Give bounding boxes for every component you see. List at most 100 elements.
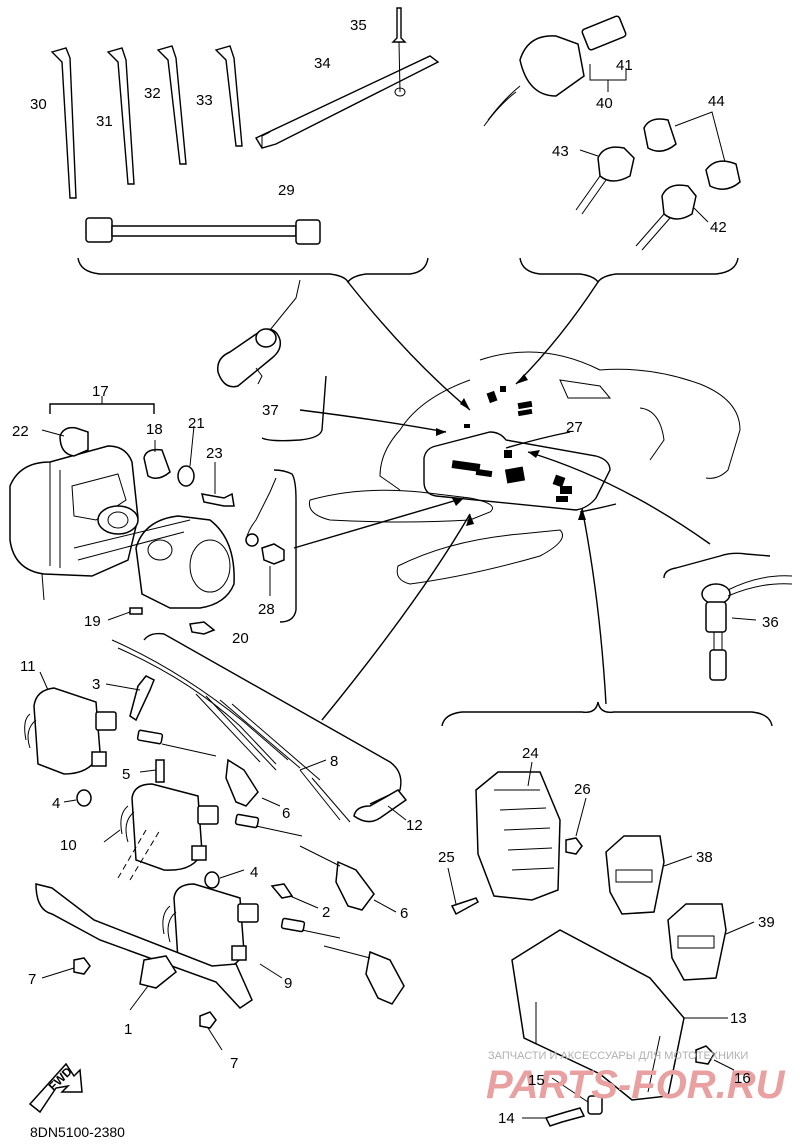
- connector-12: [353, 789, 408, 823]
- callout-8: 8: [330, 753, 338, 770]
- bracket-1: [35, 883, 253, 1009]
- switch-group: [483, 15, 741, 284]
- callout-15: 15: [528, 1072, 545, 1089]
- callout-9: 9: [284, 975, 292, 992]
- callout-23: 23: [206, 445, 223, 462]
- callout-2: 2: [322, 904, 330, 921]
- watermark-line1: ЗАПЧАСТИ И АКСЕССУАРЫ ДЛЯ МОТОТЕХНИКИ: [488, 1050, 748, 1062]
- callout-28: 28: [258, 601, 275, 618]
- callout-6a: 6: [282, 805, 290, 822]
- callout-44: 44: [708, 93, 725, 110]
- callout-31: 31: [96, 113, 113, 130]
- callout-3: 3: [92, 676, 100, 693]
- band-33: [214, 45, 243, 147]
- callout-13: 13: [730, 1010, 747, 1027]
- callout-14: 14: [498, 1110, 515, 1127]
- spacer-18: [143, 448, 171, 479]
- callout-32: 32: [144, 85, 161, 102]
- callout-34: 34: [314, 55, 331, 72]
- ignition-coils: [24, 671, 405, 1051]
- pin-5: [155, 759, 165, 783]
- callout-35: 35: [350, 17, 367, 34]
- grommet-42: [661, 184, 697, 220]
- callout-39: 39: [758, 914, 775, 931]
- bolt-3: [129, 675, 155, 722]
- cap-4b: [204, 871, 220, 889]
- switch-body-40: [519, 35, 585, 97]
- callout-7b: 7: [230, 1055, 238, 1072]
- callout-4a: 4: [52, 795, 60, 812]
- callout-20: 20: [232, 630, 249, 647]
- callout-18: 18: [146, 421, 163, 438]
- band-group: [50, 7, 440, 284]
- washer-21: [177, 465, 195, 487]
- callout-24: 24: [522, 745, 539, 762]
- callout-12: 12: [406, 817, 423, 834]
- fwd-arrow: FWD: [28, 1062, 83, 1114]
- cap-22: [59, 426, 89, 457]
- nut-26: [565, 837, 583, 855]
- callout-5: 5: [122, 766, 130, 783]
- callout-7a: 7: [28, 971, 36, 988]
- cap-4a: [76, 789, 92, 807]
- plug-cap-6c: [365, 950, 405, 1005]
- control-unit-13: [511, 929, 685, 1101]
- bolt-14: [544, 1107, 586, 1127]
- callout-17: 17: [92, 383, 109, 400]
- wire-harness: [111, 632, 408, 823]
- coil-11: [33, 687, 101, 775]
- plug-cap-6a: [225, 758, 259, 807]
- collar-15: [587, 1095, 603, 1115]
- watermark: ЗАПЧАСТИ И АКСЕССУАРЫ ДЛЯ МОТОТЕХНИКИ PA…: [486, 1050, 786, 1107]
- callout-22: 22: [12, 423, 29, 440]
- callout-16: 16: [734, 1070, 751, 1087]
- nut-7b: [199, 1011, 217, 1029]
- bracket-34: [255, 55, 440, 149]
- throttle-assembly: [9, 396, 297, 635]
- callout-labels: 1 2 3 4 4 5 6 6 7 7 8 9 10 11 12 13 14 1…: [12, 17, 779, 1127]
- callout-27: 27: [566, 419, 583, 436]
- watermark-line2: PARTS-FOR.RU: [486, 1063, 786, 1107]
- pointer-lines: [293, 281, 711, 721]
- band-31: [106, 47, 135, 185]
- callout-26: 26: [574, 781, 591, 798]
- bolt-25: [450, 897, 479, 916]
- nut-16: [695, 1045, 715, 1065]
- callout-38: 38: [696, 849, 713, 866]
- grommet-44a: [643, 118, 677, 152]
- plug-cap-6b: [335, 860, 375, 911]
- damper-29-right: [295, 219, 321, 245]
- bolt-2: [270, 883, 294, 899]
- callout-29: 29: [278, 182, 295, 199]
- relay-38: [605, 835, 665, 915]
- callout-10: 10: [60, 837, 77, 854]
- rivet-35: [391, 7, 407, 43]
- snowmobile-outline: [308, 351, 741, 585]
- grommet-44b: [705, 160, 741, 190]
- diagram-code: 8DN5100-2380: [30, 1124, 125, 1140]
- callout-25: 25: [438, 849, 455, 866]
- electrical-box: [441, 701, 773, 1127]
- callout-21: 21: [188, 415, 205, 432]
- callout-37: 37: [262, 402, 279, 419]
- damper-29-rod: [111, 225, 297, 237]
- band-30: [50, 47, 77, 199]
- callout-4b: 4: [250, 864, 258, 881]
- callout-30: 30: [30, 96, 47, 113]
- regulator-24: [475, 771, 561, 901]
- callout-1: 1: [124, 1021, 132, 1038]
- callout-11: 11: [20, 658, 36, 675]
- callout-36: 36: [762, 614, 779, 631]
- grommet-43: [597, 146, 635, 182]
- bolt-20: [189, 621, 216, 635]
- sensor-37: [217, 279, 327, 442]
- bolt-23: [200, 492, 235, 507]
- callout-19: 19: [84, 613, 101, 630]
- callout-41: 41: [616, 57, 633, 74]
- callout-42: 42: [710, 219, 727, 236]
- switch-plate-41: [581, 15, 627, 51]
- callout-6b: 6: [400, 905, 408, 922]
- callout-33: 33: [196, 92, 213, 109]
- callout-40: 40: [596, 95, 613, 112]
